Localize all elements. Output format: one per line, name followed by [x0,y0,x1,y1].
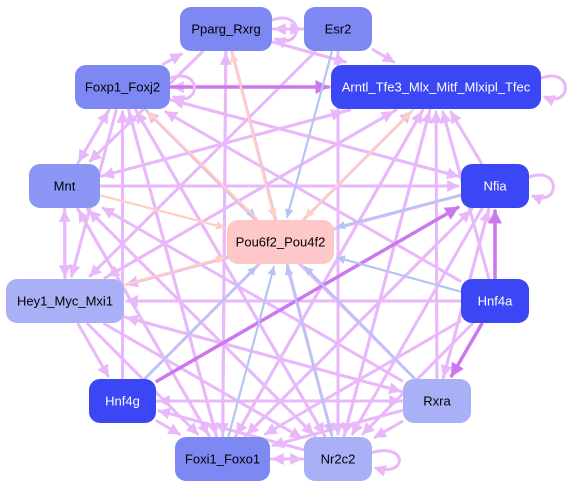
self-loop-foxp1 [169,74,196,107]
node-esr2: Esr2 [304,7,372,51]
node-foxi1: Foxi1_Foxo1 [175,437,270,481]
node-box-mnt [29,164,100,208]
edge-nfia-to-nr2c2 [350,207,484,436]
node-nfia: Nfia [461,164,529,208]
edge-mnt-to-pou6f2 [99,194,226,230]
node-label-esr2: Esr2 [325,22,352,37]
self-loop-nr2c2 [371,449,401,477]
edge-rxra-to-pou6f2 [304,265,416,380]
node-foxp1: Foxp1_Foxj2 [75,65,170,109]
edge-rxra-to-mnt [101,206,404,383]
node-label-foxi1: Foxi1_Foxo1 [185,452,260,467]
edge-hnf4g-to-pou6f2 [144,265,257,380]
edge-arntl-to-foxi1 [235,108,425,436]
node-label-rxra: Rxra [423,394,451,409]
node-box-hnf4g [89,379,156,423]
node-box-hey1 [6,279,124,323]
edge-foxi1-to-nfia [244,209,472,438]
node-box-pou6f2 [227,220,334,264]
self-loop-pparg [271,16,298,49]
node-hey1: Hey1_Myc_Mxi1 [6,279,124,323]
edge-esr2-to-arntl [371,48,396,64]
edge-nfia-to-pou6f2 [335,194,462,230]
edge-foxp1-to-pparg [162,52,183,66]
node-mnt: Mnt [29,164,100,208]
edge-pou6f2-to-pparg [230,52,276,221]
edge-esr2-to-pou6f2 [285,50,333,219]
edge-foxp1-to-mnt [77,108,111,163]
edge-foxp1-to-nfia [169,98,460,180]
node-label-hnf4a: Hnf4a [478,294,513,309]
node-box-foxi1 [175,437,270,481]
edge-arntl-to-hey1 [106,108,398,278]
node-nr2c2: Nr2c2 [304,437,372,481]
node-box-esr2 [304,7,372,51]
edge-hnf4a-to-rxra [449,322,484,378]
edge-foxi1-to-pou6f2 [227,265,277,438]
edge-hnf4a-to-foxi1 [264,319,462,436]
self-loop-arntl [540,74,567,107]
node-pou6f2: Pou6f2_Pou4f2 [227,220,334,264]
node-box-nfia [461,164,529,208]
edge-pou6f2-to-arntl [302,110,412,221]
edge-foxp1-to-nr2c2 [134,108,325,436]
edge-rxra-to-nr2c2 [373,420,404,439]
node-box-pparg [180,7,272,51]
node-label-nr2c2: Nr2c2 [321,452,356,467]
node-label-nfia: Nfia [483,179,507,194]
node-hnf4a: Hnf4a [461,279,529,323]
edge-hey1-to-pou6f2 [123,255,226,286]
node-hnf4g: Hnf4g [89,379,156,423]
edge-mnt-to-foxi1 [76,207,210,436]
node-label-foxp1: Foxp1_Foxj2 [85,80,160,95]
edge-hnf4a-to-foxp1 [164,110,462,283]
node-box-foxp1 [75,65,170,109]
edge-hnf4a-to-pou6f2 [335,255,462,293]
node-box-hnf4a [461,279,529,323]
node-rxra: Rxra [403,379,471,423]
node-label-hey1: Hey1_Myc_Mxi1 [17,294,113,309]
node-box-rxra [403,379,471,423]
edge-hey1-to-hnf4g [76,322,110,378]
edge-rxra-to-hey1 [125,314,404,394]
node-arntl: Arntl_Tfe3_Mlx_Mitf_Mlxipl_Tfec [331,65,541,109]
edge-hnf4g-to-nfia [155,205,460,383]
node-label-pparg: Pparg_Rxrg [191,22,260,37]
node-label-arntl: Arntl_Tfe3_Mlx_Mitf_Mlxipl_Tfec [342,80,531,95]
node-box-arntl [331,65,541,109]
edge-nr2c2-to-pou6f2 [284,265,333,438]
node-box-nr2c2 [304,437,372,481]
node-pparg: Pparg_Rxrg [180,7,272,51]
node-label-pou6f2: Pou6f2_Pou4f2 [236,235,326,250]
edge-pparg-to-foxi1 [216,50,229,436]
self-loop-nfia [528,173,555,206]
node-label-mnt: Mnt [54,179,76,194]
self-loop-layer [169,16,567,477]
edge-hnf4g-to-foxi1 [155,419,181,436]
edge-nfia-to-arntl [449,110,483,165]
node-label-hnf4g: Hnf4g [105,394,140,409]
edge-pou6f2-to-foxp1 [146,110,259,221]
edge-layer [58,23,502,465]
